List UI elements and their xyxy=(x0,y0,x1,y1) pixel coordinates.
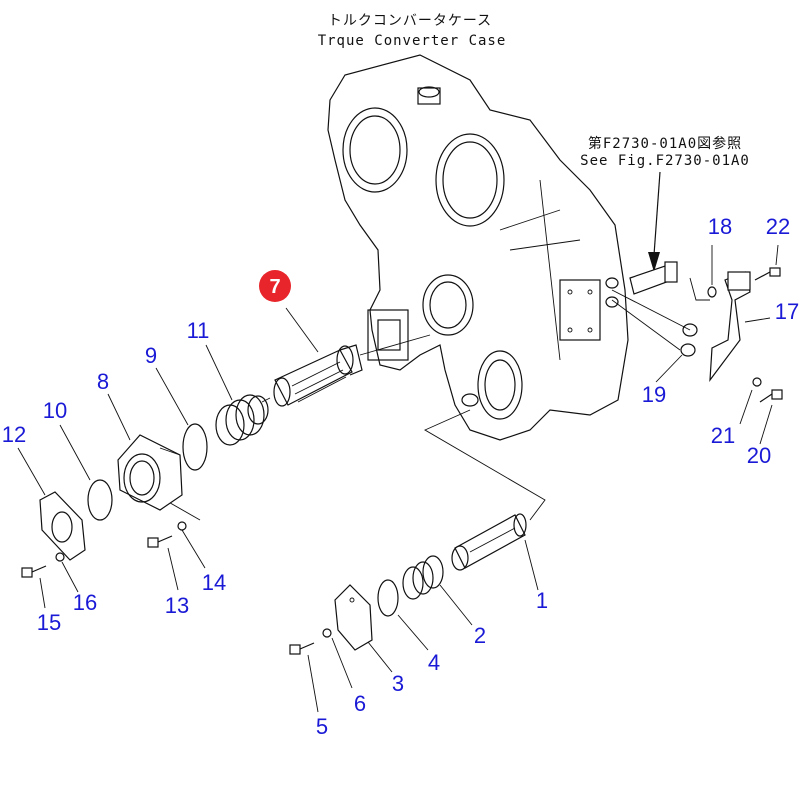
bolt-part-13 xyxy=(147,535,173,548)
callout-9: 9 xyxy=(145,343,157,368)
callout-22: 22 xyxy=(766,214,790,239)
bolt-part-5 xyxy=(289,642,315,655)
callout-3: 3 xyxy=(392,671,404,696)
washer-part-21 xyxy=(752,377,762,387)
callout-17: 17 xyxy=(775,299,799,324)
sensor-part-18 xyxy=(629,261,678,295)
cover-part-3 xyxy=(334,584,373,651)
o-rings-part-19 xyxy=(680,323,698,357)
callout-1: 1 xyxy=(536,588,548,613)
o-ring-part-18 xyxy=(707,286,717,298)
guide-lines xyxy=(164,277,710,521)
callout-8: 8 xyxy=(97,369,109,394)
title-japanese: トルクコンバータケース xyxy=(328,13,492,29)
callout-19: 19 xyxy=(642,382,666,407)
callout-10: 10 xyxy=(43,398,67,423)
o-ring-part-4 xyxy=(377,579,399,617)
callout-20: 20 xyxy=(747,443,771,468)
callout-7-marker xyxy=(259,270,291,302)
reference-arrow xyxy=(648,171,661,272)
spring-part-11 xyxy=(215,394,269,446)
bolt-part-15 xyxy=(21,565,47,578)
strainer-part-1 xyxy=(451,513,527,571)
cover-housing-part-8 xyxy=(117,434,183,511)
spring-part-2 xyxy=(402,555,444,600)
callout-16: 16 xyxy=(73,590,97,615)
washer-part-6 xyxy=(322,628,332,638)
callout-6: 6 xyxy=(354,691,366,716)
leader-lines xyxy=(17,244,779,713)
callout-11: 11 xyxy=(187,318,210,343)
gasket-part-12 xyxy=(39,491,86,561)
bolt-part-20 xyxy=(759,389,783,403)
o-ring-part-9 xyxy=(182,423,208,471)
callout-2: 2 xyxy=(474,623,486,648)
callout-7-label: 7 xyxy=(269,276,280,298)
o-ring-part-10 xyxy=(87,479,113,521)
callout-5: 5 xyxy=(316,714,328,739)
callout-12: 12 xyxy=(2,422,26,447)
callout-21: 21 xyxy=(711,423,735,448)
callout-4: 4 xyxy=(428,650,440,675)
bolt-part-22 xyxy=(754,267,781,281)
washer-part-16 xyxy=(55,552,65,562)
reference-note-en: See Fig.F2730-01A0 xyxy=(580,153,750,169)
torque-converter-case xyxy=(327,54,629,441)
callout-13: 13 xyxy=(165,593,189,618)
title-english: Trque Converter Case xyxy=(318,33,507,49)
callout-18: 18 xyxy=(708,214,732,239)
callout-7-highlight[interactable]: 7 xyxy=(259,270,291,302)
strainer-part-7 xyxy=(261,344,363,407)
callout-14: 14 xyxy=(202,570,226,595)
bracket-part-17 xyxy=(709,271,751,382)
washer-part-14 xyxy=(177,521,187,531)
reference-note-jp: 第F2730-01A0図参照 xyxy=(588,135,742,152)
callout-15: 15 xyxy=(37,610,61,635)
